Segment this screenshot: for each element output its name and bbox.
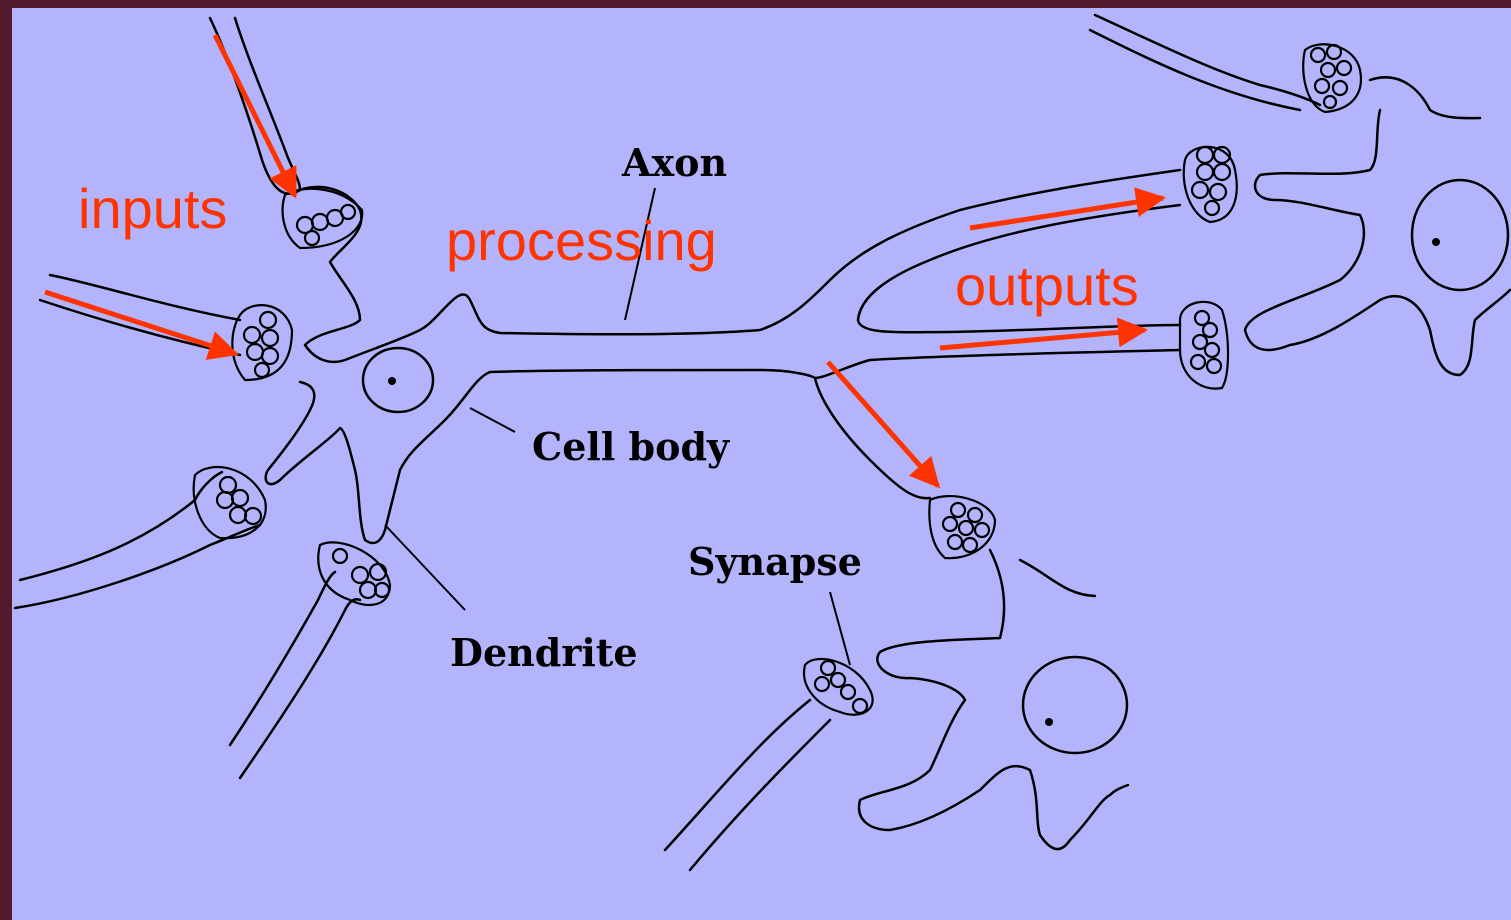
synapse-terminal-right-mid — [1180, 302, 1228, 389]
cell-outline-right — [1090, 15, 1510, 375]
leader-synapse — [830, 592, 850, 665]
nucleus-right-1 — [1412, 180, 1508, 290]
cell-outline-bottom — [859, 550, 1128, 849]
synapse-terminal-left-1 — [232, 305, 292, 380]
synapse-terminal-right-top — [1184, 147, 1237, 222]
label-axon: Axon — [621, 140, 727, 185]
annotation-processing: processing — [446, 209, 717, 272]
leader-dendrite — [385, 525, 465, 610]
neuron-outline-axon-lower — [815, 378, 930, 498]
annotation-inputs: inputs — [78, 177, 227, 240]
nucleus-dot-right-1 — [1432, 238, 1440, 246]
synapse-terminal-synapse — [804, 659, 873, 715]
label-synapse: Synapse — [688, 539, 862, 584]
dendrite-left-3 — [20, 472, 222, 580]
annotation-outputs: outputs — [955, 254, 1139, 317]
arrow-output-bottom — [828, 362, 938, 486]
nucleus-dot-right-2 — [1045, 718, 1053, 726]
nucleus-right-2 — [1023, 657, 1127, 753]
label-cell-body: Cell body — [532, 424, 730, 469]
dendrite-synapse — [665, 700, 830, 870]
synapse-terminal-bottom-left — [318, 542, 390, 605]
label-dendrite: Dendrite — [450, 630, 638, 675]
synapse-terminal-bottom-right — [929, 496, 995, 558]
arrow-output-top — [970, 198, 1163, 228]
synapse-terminal-far-right — [1303, 44, 1361, 112]
dendrite-bottom-2 — [240, 599, 360, 778]
arrow-input-top — [215, 35, 295, 196]
nucleus-soma — [363, 348, 433, 412]
nucleus-dot-soma — [388, 377, 396, 385]
leader-cell-body — [470, 408, 515, 432]
arrow-input-left — [45, 292, 236, 354]
